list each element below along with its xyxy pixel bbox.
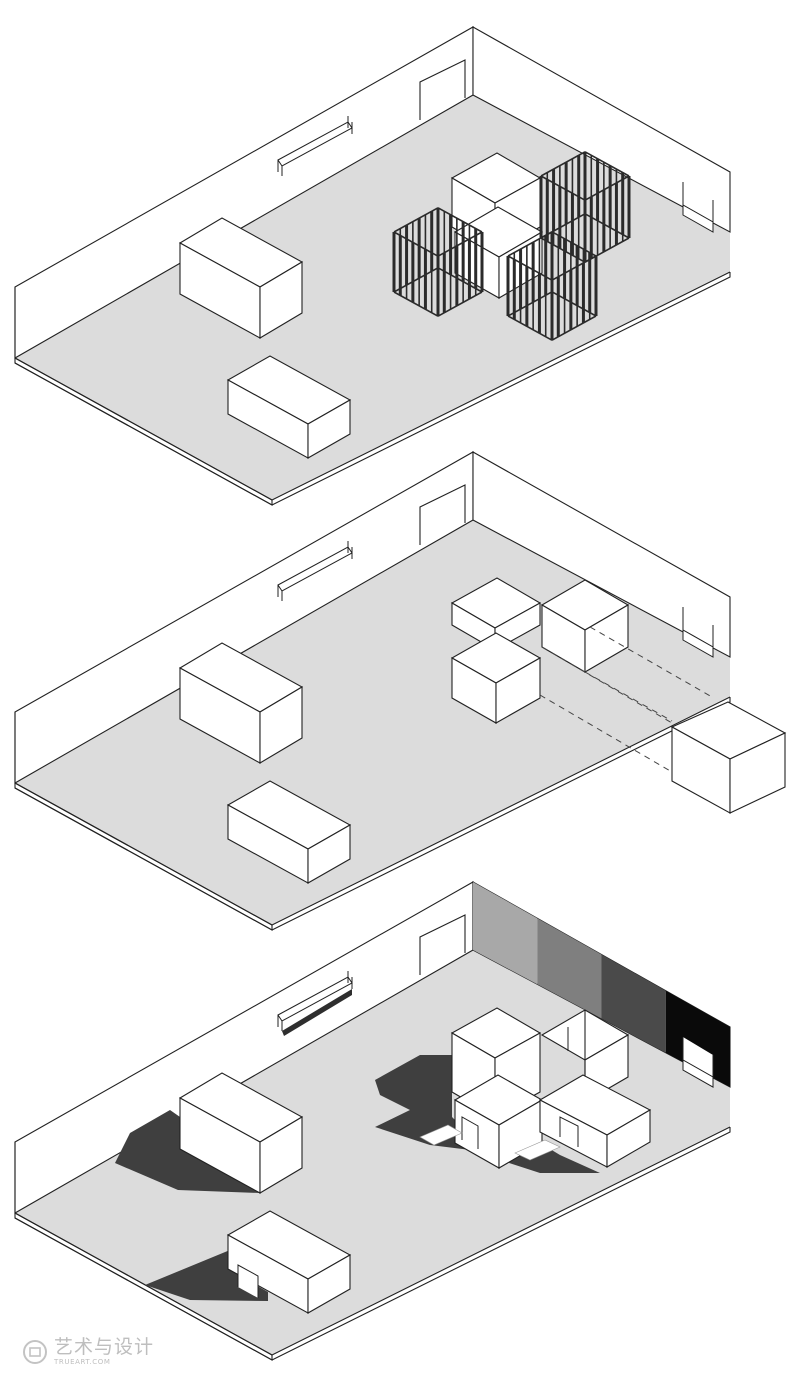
level-1-room (14, 26, 731, 506)
watermark: 艺术与设计 TRUEART.COM (22, 1338, 154, 1366)
watermark-text-zh: 艺术与设计 (54, 1336, 155, 1358)
cast-shadows (115, 1055, 600, 1301)
wall-panel (473, 882, 538, 985)
extracted-cube (670, 701, 787, 814)
dashed-guide-lines (539, 626, 713, 773)
gradient-wall-panels (473, 882, 730, 1087)
module-cluster (419, 1007, 652, 1169)
cube-cluster (450, 577, 630, 724)
wall-panel (665, 990, 730, 1087)
level-2-room (14, 451, 787, 931)
watermark-text-en: TRUEART.COM (54, 1358, 111, 1366)
watermark-logo-icon (23, 1340, 47, 1364)
wall-panel (601, 954, 666, 1053)
wall-panel (537, 918, 602, 1019)
level-3-room (14, 881, 731, 1361)
slatted-frame-modules (392, 151, 631, 341)
